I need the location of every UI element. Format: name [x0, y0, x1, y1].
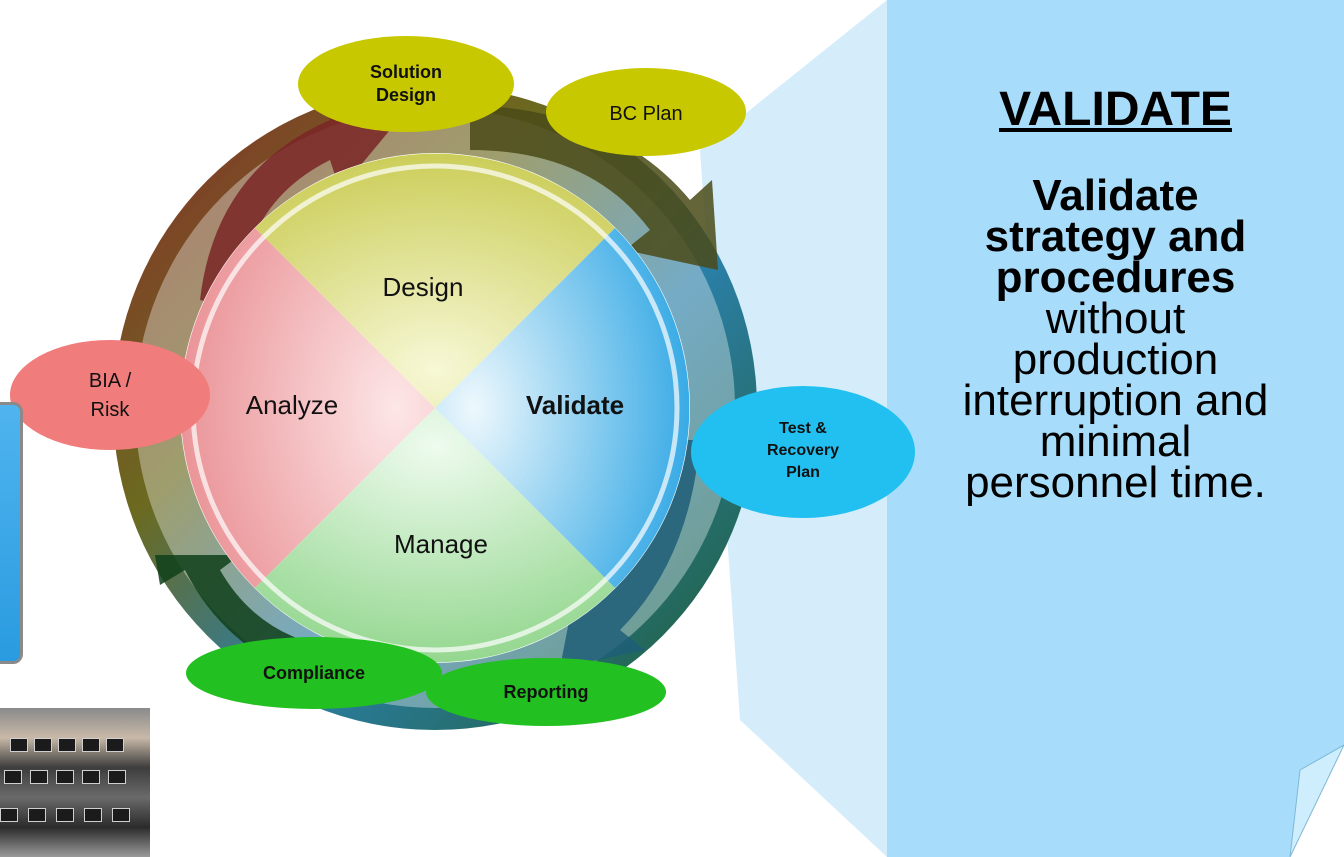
panel-body: Validate strategy and procedures without… — [887, 171, 1344, 507]
callout-panel — [887, 0, 1344, 857]
page-curl — [1289, 744, 1344, 857]
oval-test-line1: Test & — [779, 420, 827, 437]
oval-bc-plan: BC Plan — [546, 68, 746, 156]
quadrant-design — [255, 153, 615, 408]
oval-bc-plan-label: BC Plan — [609, 103, 682, 125]
label-manage: Manage — [394, 529, 488, 559]
left-side-box — [0, 402, 23, 664]
oval-solution-design: Solution Design — [298, 36, 514, 132]
panel-body-bold-1: Validate — [1032, 171, 1199, 220]
oval-bia-risk: BIA / Risk — [10, 340, 210, 450]
panel-body-4: minimal — [1039, 417, 1192, 466]
office-photo — [0, 708, 150, 857]
label-design: Design — [383, 272, 464, 302]
oval-test-line2: Recovery — [767, 442, 839, 459]
panel-body-bold-2: strategy and — [984, 212, 1247, 261]
oval-solution-design-line2: Design — [376, 85, 436, 105]
oval-reporting-label: Reporting — [504, 682, 589, 702]
panel-body-2: production — [1012, 335, 1219, 384]
oval-compliance: Compliance — [186, 637, 442, 709]
oval-test-recovery: Test & Recovery Plan — [691, 386, 915, 518]
panel-body-3: interruption and — [962, 376, 1269, 425]
oval-test-line3: Plan — [786, 464, 820, 481]
label-analyze: Analyze — [246, 390, 339, 420]
panel-body-bold-3: procedures — [995, 253, 1236, 302]
oval-bia-line1: BIA / — [89, 370, 132, 392]
oval-reporting: Reporting — [426, 658, 666, 726]
oval-compliance-label: Compliance — [263, 663, 365, 683]
quadrant-validate — [435, 228, 690, 588]
callout-text: VALIDATE Validate strategy and procedure… — [887, 0, 1344, 857]
arrow-analyze-to-design — [200, 96, 400, 310]
label-validate: Validate — [526, 390, 624, 420]
panel-body-5: personnel time. — [965, 458, 1266, 507]
panel-heading: VALIDATE — [999, 83, 1232, 136]
arrow-design-to-validate — [470, 105, 718, 270]
oval-solution-design-line1: Solution — [370, 62, 442, 82]
quadrant-analyze — [180, 228, 435, 588]
panel-body-1: without — [1045, 294, 1186, 343]
oval-bia-line2: Risk — [91, 399, 131, 421]
quadrant-manage — [255, 408, 615, 663]
